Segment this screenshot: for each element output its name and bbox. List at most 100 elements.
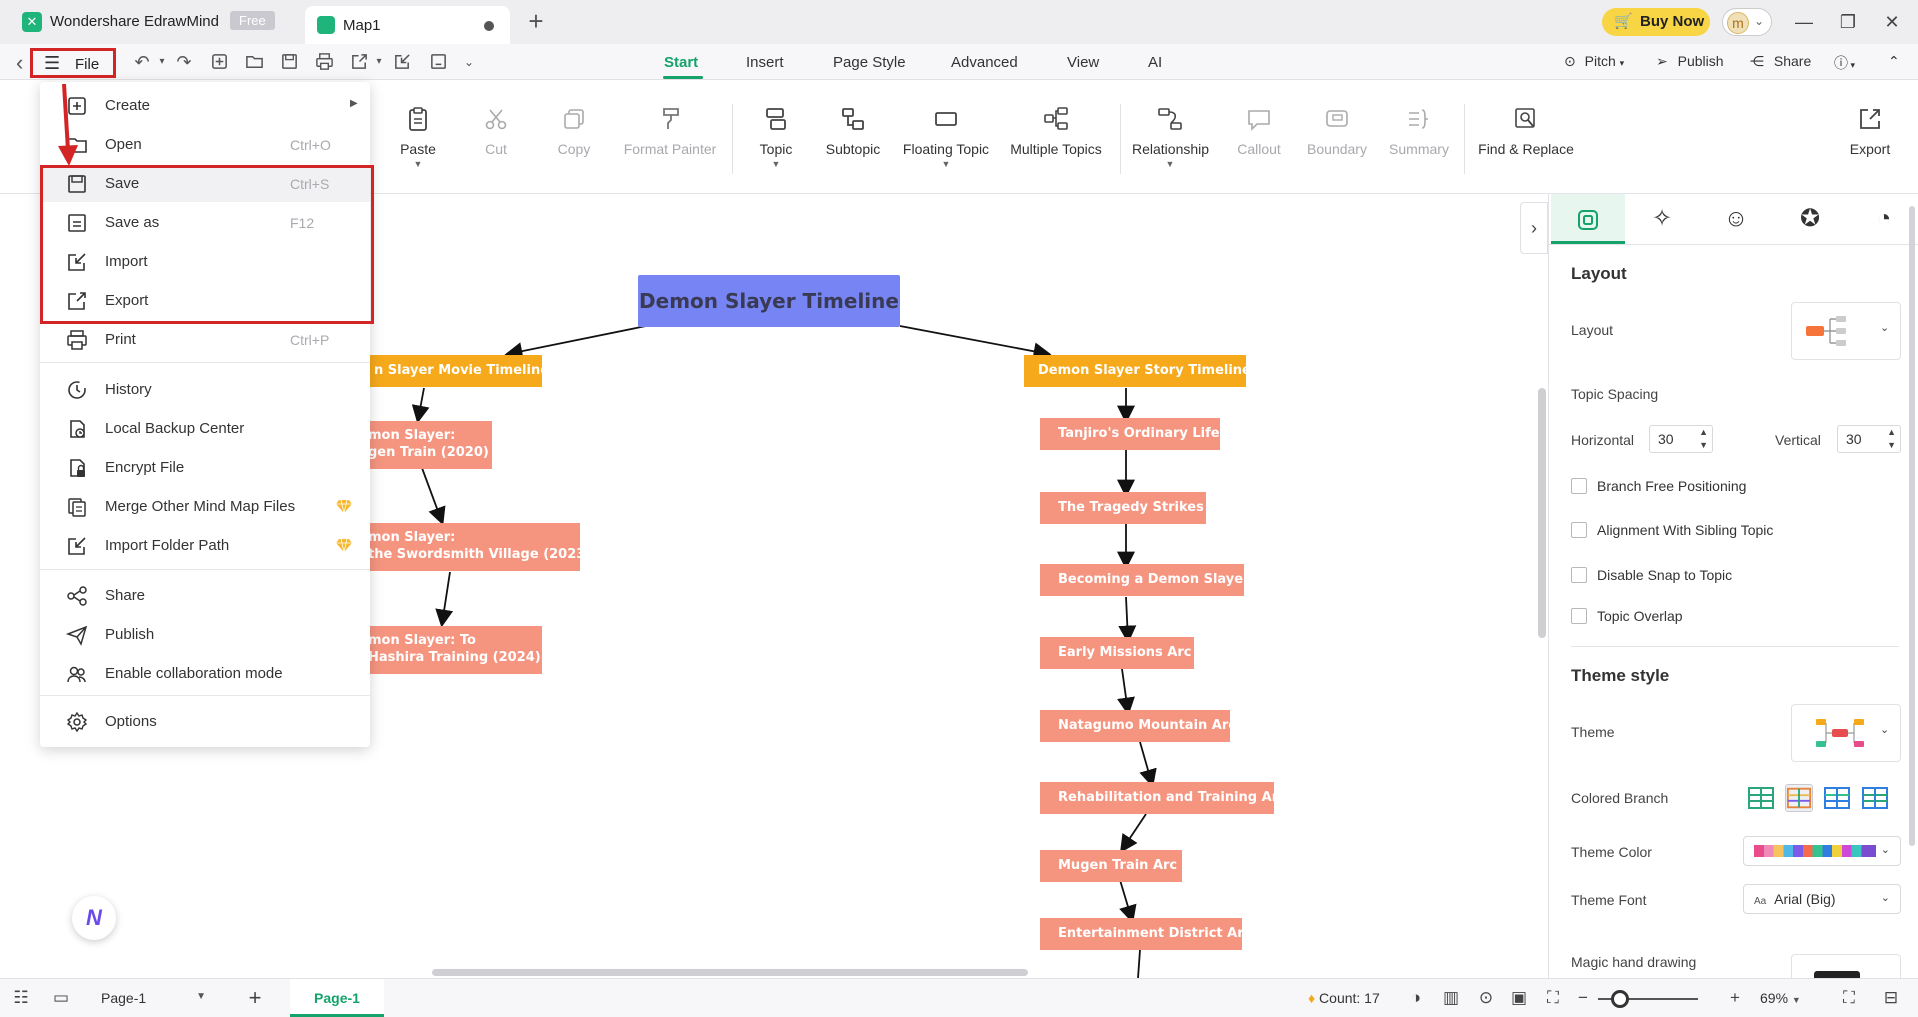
tab-start[interactable]: Start xyxy=(664,54,699,71)
menu-item-share[interactable]: Share xyxy=(40,578,370,614)
menu-item-encrypt-file[interactable]: Encrypt File xyxy=(40,450,370,486)
menu-item-import-folder-path[interactable]: Import Folder Path xyxy=(40,528,370,564)
panel-tab-theme[interactable]: ✪ xyxy=(1773,194,1847,244)
menu-item-print[interactable]: Print Ctrl+P xyxy=(40,322,370,358)
topic-node[interactable]: Mugen Train Arc xyxy=(1040,850,1182,882)
tab-ai[interactable]: AI xyxy=(1148,54,1163,71)
branch-option-rows[interactable] xyxy=(1861,784,1889,812)
horizontal-scrollbar[interactable] xyxy=(432,969,1028,976)
close-button[interactable]: ✕ xyxy=(1884,12,1900,32)
undo-dropdown-icon[interactable]: ▾ xyxy=(159,56,165,67)
zoom-slider-track[interactable] xyxy=(1598,998,1698,1000)
callout-button[interactable]: Callout xyxy=(1236,105,1282,157)
topic-node[interactable]: Rehabilitation and Training Arc xyxy=(1040,782,1274,814)
menu-item-publish[interactable]: Publish xyxy=(40,617,370,653)
panel-scrollbar[interactable] xyxy=(1909,206,1915,846)
menu-item-history[interactable]: History xyxy=(40,372,370,408)
play-icon[interactable]: ⊙ xyxy=(1478,988,1494,1007)
unsaved-dot-icon[interactable] xyxy=(484,21,494,31)
restore-button[interactable]: ❐ xyxy=(1839,12,1857,32)
panel-tab-sticker[interactable]: ☺ xyxy=(1699,194,1773,244)
panel-tab-history[interactable]: ◔ xyxy=(1847,194,1918,244)
import-icon[interactable] xyxy=(390,52,414,74)
root-topic[interactable]: Demon Slayer Timeline xyxy=(638,275,900,327)
help-button[interactable]: ⓘ ▾ xyxy=(1834,55,1856,71)
checkbox-alignment-with-sibling[interactable]: Alignment With Sibling Topic xyxy=(1571,522,1773,538)
share-button[interactable]: ⋲ Share xyxy=(1750,53,1811,70)
layout-selector[interactable]: ⌄ xyxy=(1791,302,1901,360)
branch-topic-movie-timeline[interactable]: n Slayer Movie Timeline xyxy=(360,355,542,387)
collapse-panel-icon[interactable]: ⊟ xyxy=(1883,988,1899,1007)
branch-option-columns[interactable] xyxy=(1823,784,1851,812)
topic-node[interactable]: mon Slayer: the Swordsmith Village (2023… xyxy=(360,523,580,571)
find-replace-button[interactable]: Find & Replace xyxy=(1478,105,1574,157)
menu-item-options[interactable]: Options xyxy=(40,704,370,740)
branch-topic-story-timeline[interactable]: Demon Slayer Story Timeline xyxy=(1024,355,1246,387)
checkbox[interactable] xyxy=(1571,608,1587,624)
tab-view[interactable]: View xyxy=(1067,54,1100,71)
magic-hand-drawing-selector[interactable]: ⌄ xyxy=(1791,954,1901,978)
menu-item-export[interactable]: Export xyxy=(40,283,370,319)
topic-node[interactable]: Early Missions Arc xyxy=(1040,637,1194,669)
checkbox[interactable] xyxy=(1571,567,1587,583)
stepper-icon[interactable]: ▲▼ xyxy=(1699,427,1708,450)
zoom-in-button[interactable]: + xyxy=(1730,988,1740,1007)
boundary-button[interactable]: Boundary xyxy=(1306,105,1368,157)
menu-item-create[interactable]: Create ▶ xyxy=(40,88,370,124)
checkbox-branch-free-positioning[interactable]: Branch Free Positioning xyxy=(1571,478,1746,494)
panel-tab-format[interactable] xyxy=(1551,194,1625,244)
back-chevron-icon[interactable]: ‹ xyxy=(16,50,24,75)
tab-insert[interactable]: Insert xyxy=(746,54,784,71)
redo-icon[interactable]: ↷ xyxy=(176,52,192,72)
book-view-icon[interactable]: ▥ xyxy=(1442,988,1460,1007)
new-file-icon[interactable] xyxy=(207,52,231,74)
summary-button[interactable]: Summary xyxy=(1388,105,1450,157)
file-menu-button[interactable]: ☰ File xyxy=(30,48,116,78)
open-folder-icon[interactable] xyxy=(242,52,266,74)
topic-node[interactable]: Tanjiro's Ordinary Life xyxy=(1040,418,1220,450)
paste-button[interactable]: Paste ▼ xyxy=(400,105,436,169)
slides-icon[interactable]: ▭ xyxy=(52,988,70,1007)
relationship-button[interactable]: Relationship ▼ xyxy=(1132,105,1209,169)
collapse-ribbon-icon[interactable]: ⌃ xyxy=(1888,53,1900,69)
print-icon[interactable] xyxy=(312,52,336,74)
zoom-out-button[interactable]: − xyxy=(1578,988,1588,1007)
multiple-topics-button[interactable]: Multiple Topics xyxy=(1008,105,1104,157)
menu-item-save-as[interactable]: Save as F12 xyxy=(40,205,370,241)
menu-item-open[interactable]: Open Ctrl+O xyxy=(40,127,370,163)
branch-option-rainbow[interactable] xyxy=(1785,784,1813,812)
page-tab[interactable]: Page-1 xyxy=(290,979,384,1017)
ai-assistant-logo-icon[interactable]: N xyxy=(72,896,116,940)
vertical-spacing-input[interactable]: 30 ▲▼ xyxy=(1837,425,1901,453)
theme-color-select[interactable]: ⌄ xyxy=(1743,836,1901,866)
checkbox-disable-snap[interactable]: Disable Snap to Topic xyxy=(1571,567,1732,583)
topic-node[interactable]: The Tragedy Strikes xyxy=(1040,492,1206,524)
tab-page-style[interactable]: Page Style xyxy=(833,54,906,71)
undo-icon[interactable]: ↶ xyxy=(134,52,150,72)
copy-button[interactable]: Copy xyxy=(556,105,592,157)
tab-advanced[interactable]: Advanced xyxy=(951,54,1018,71)
topic-node[interactable]: Natagumo Mountain Arc xyxy=(1040,710,1230,742)
checkbox[interactable] xyxy=(1571,522,1587,538)
menu-item-local-backup-center[interactable]: Local Backup Center xyxy=(40,411,370,447)
collapse-panel-chevron-icon[interactable]: › xyxy=(1520,202,1548,254)
document-tab[interactable]: Map1 xyxy=(305,6,510,44)
fit-screen-icon[interactable]: ⛶ xyxy=(1547,988,1559,1007)
account-avatar-button[interactable]: m ⌄ xyxy=(1722,8,1772,36)
export-ribbon-button[interactable]: Export xyxy=(1848,105,1892,157)
zoom-level[interactable]: 69% ▼ xyxy=(1760,990,1801,1006)
checkbox-topic-overlap[interactable]: Topic Overlap xyxy=(1571,608,1683,624)
panel-tab-ai[interactable]: ✧ xyxy=(1625,194,1699,244)
menu-item-merge-mind-map-files[interactable]: Merge Other Mind Map Files xyxy=(40,489,370,525)
topic-button[interactable]: Topic ▼ xyxy=(756,105,796,169)
pitch-button[interactable]: ⊙ Pitch ▾ xyxy=(1564,53,1624,70)
save-as-icon[interactable] xyxy=(426,52,450,74)
topic-node[interactable]: mon Slayer: gen Train (2020) xyxy=(360,421,492,469)
format-painter-button[interactable]: Format Painter xyxy=(622,105,718,157)
topic-node[interactable]: mon Slayer: To Hashira Training (2024) xyxy=(360,626,542,674)
publish-button[interactable]: ➢ Publish xyxy=(1656,53,1724,70)
buy-now-button[interactable]: 🛒 Buy Now xyxy=(1602,8,1710,36)
theme-toggle-icon[interactable]: ◑ xyxy=(1410,988,1422,1007)
theme-font-select[interactable]: Aa Arial (Big) ⌄ xyxy=(1743,884,1901,914)
more-quick-actions-icon[interactable]: ⌄ xyxy=(463,55,475,69)
